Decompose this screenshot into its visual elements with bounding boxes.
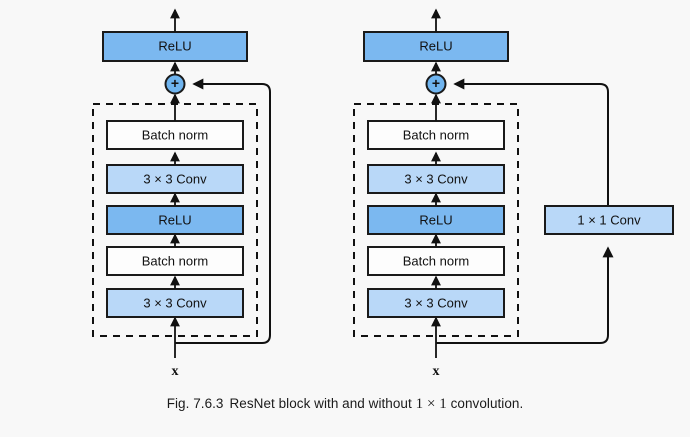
layer-label-conv-upper: 3 × 3 Conv: [143, 171, 207, 186]
caption-math: 1 × 1: [415, 396, 447, 412]
add-node: [164, 73, 186, 95]
layer-box-batchnorm-lower: [367, 246, 505, 276]
add-node-label: +: [432, 75, 440, 91]
projection-box-1x1-conv: [544, 205, 674, 235]
layer-label-batchnorm-upper: Batch norm: [142, 127, 208, 142]
output-box-relu: [102, 31, 248, 62]
figure-number: Fig. 7.6.3: [166, 396, 224, 411]
projection-label-1x1-conv: 1 × 1 Conv: [577, 212, 641, 227]
layer-box-batchnorm-upper: [367, 120, 505, 150]
projection-output-wire: [453, 78, 609, 206]
layer-label-conv-bottom: 3 × 3 Conv: [143, 295, 207, 310]
resnet-block-with-1x1: 3 × 3 Conv Batch norm ReLU 3 × 3 Conv Ba…: [353, 8, 674, 379]
layer-box-batchnorm-upper: [106, 120, 244, 150]
layer-label-batchnorm-upper: Batch norm: [403, 127, 469, 142]
resnet-block-without-1x1: 3 × 3 Conv Batch norm ReLU 3 × 3 Conv Ba…: [92, 8, 271, 379]
layer-label-batchnorm-lower: Batch norm: [403, 253, 469, 268]
layer-label-relu-inner: ReLU: [419, 212, 452, 227]
layer-box-conv-bottom: [106, 288, 244, 318]
skip-connection-path: [175, 78, 271, 344]
projection-input-wire: [436, 246, 614, 344]
layer-label-batchnorm-lower: Batch norm: [142, 253, 208, 268]
layer-label-conv-upper: 3 × 3 Conv: [404, 171, 468, 186]
add-node: [425, 73, 447, 95]
layer-box-conv-upper: [367, 164, 505, 194]
caption-text-after: convolution.: [450, 396, 524, 411]
input-variable-label: x: [172, 364, 179, 379]
output-label-relu: ReLU: [158, 38, 191, 53]
add-node-label: +: [171, 75, 179, 91]
layer-label-relu-inner: ReLU: [158, 212, 191, 227]
caption-text-before: ResNet block with and without: [229, 396, 412, 411]
layer-label-conv-bottom: 3 × 3 Conv: [404, 295, 468, 310]
output-label-relu: ReLU: [419, 38, 452, 53]
output-box-relu: [363, 31, 509, 62]
input-variable-label: x: [433, 364, 440, 379]
